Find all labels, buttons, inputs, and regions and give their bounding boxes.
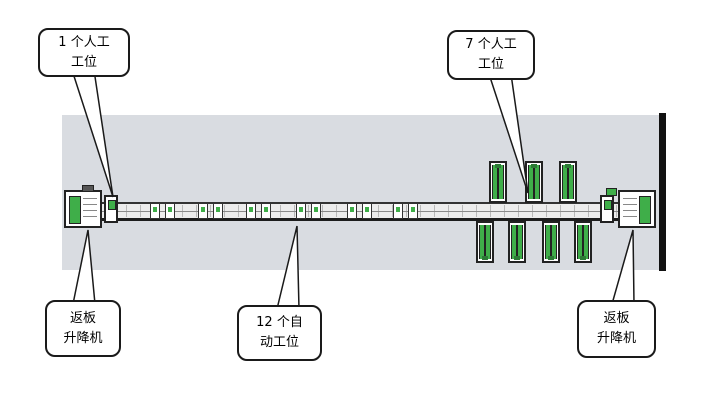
machine-top-fixture (82, 185, 94, 192)
manual-workstation-cabinet (476, 221, 494, 263)
auto-station-module (198, 203, 208, 219)
auto-station-module (165, 203, 175, 219)
manual-workstation-cabinet (559, 161, 577, 203)
auto-station-module (393, 203, 403, 219)
auto-station-module (261, 203, 271, 219)
module-green-light (604, 200, 612, 210)
auto-station-module (347, 203, 357, 219)
callout-text: 7 个人工 (465, 37, 517, 52)
callout-text: 12 个自 (256, 315, 303, 330)
return-board-lifter-right (618, 190, 656, 228)
manual-workstation-cabinet (525, 161, 543, 203)
callout-manual-station-7: 7 个人工 工位 (447, 30, 535, 80)
auto-station-module (408, 203, 418, 219)
callout-manual-station-1: 1 个人工 工位 (38, 28, 130, 77)
callout-text: 升降机 (596, 331, 636, 346)
lifter-vents (83, 198, 97, 220)
auto-station-module (311, 203, 321, 219)
manual-station-module-left (104, 195, 118, 223)
auto-station-module (150, 203, 160, 219)
callout-text: 1 个人工 (58, 34, 110, 50)
callout-lifter-left: 返板 升降机 (45, 300, 121, 357)
callout-text: 升降机 (63, 330, 103, 346)
callout-text: 返板 (69, 310, 96, 326)
auto-station-module (246, 203, 256, 219)
lifter-vents (623, 198, 637, 220)
manual-workstation-cabinet (508, 221, 526, 263)
callout-auto-station-12: 12 个自 动工位 (237, 305, 322, 361)
manual-workstation-cabinet (574, 221, 592, 263)
callout-lifter-right: 返板 升降机 (577, 300, 656, 358)
callout-text: 动工位 (259, 335, 299, 350)
return-board-lifter-left (64, 190, 102, 228)
machine-top-fixture (606, 188, 617, 196)
manual-workstation-cabinet (542, 221, 560, 263)
callout-text: 工位 (70, 54, 97, 70)
auto-station-module (296, 203, 306, 219)
auto-station-module (213, 203, 223, 219)
lifter-green-panel (69, 196, 81, 224)
callout-text: 返板 (603, 311, 630, 326)
manual-workstation-cabinet (489, 161, 507, 203)
auto-station-module (362, 203, 372, 219)
module-green-light (108, 200, 116, 210)
end-wall-bar (659, 113, 666, 271)
lifter-green-panel (639, 196, 651, 224)
manual-station-module-right (600, 195, 614, 223)
callout-text: 工位 (477, 57, 504, 72)
